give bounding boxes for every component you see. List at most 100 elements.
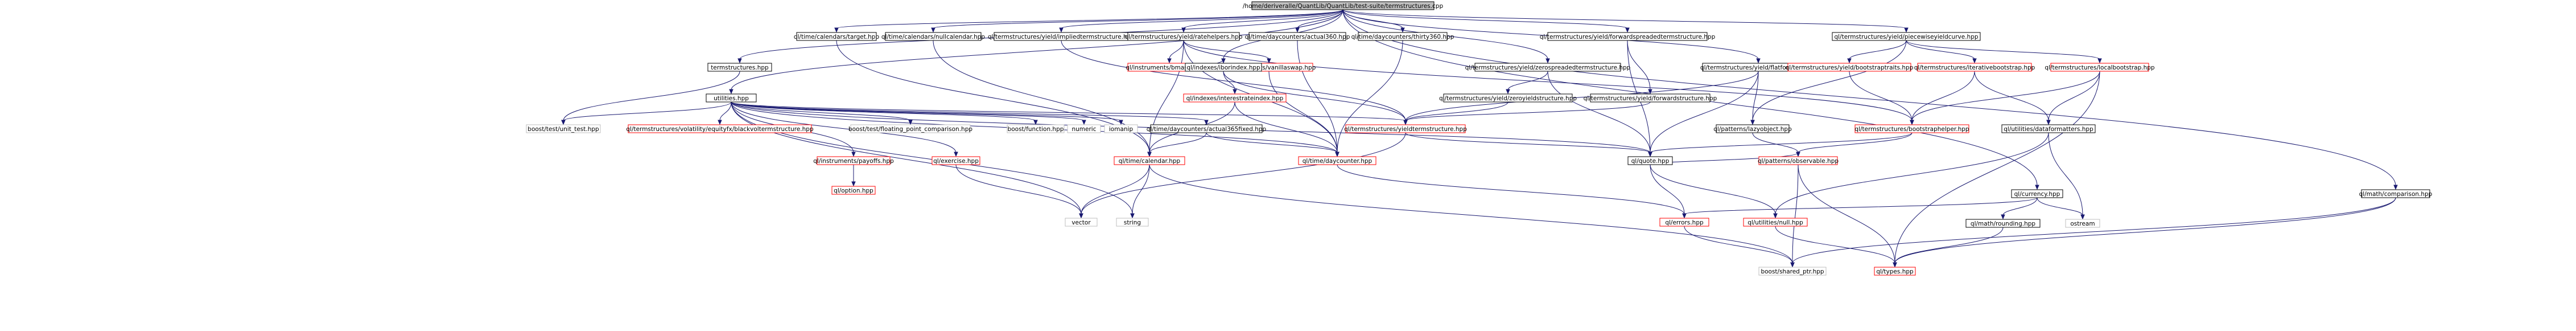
edge-observable-to-types: [1798, 164, 1897, 268]
node-daycounter[interactable]: ql/time/daycounter.hpp: [1298, 156, 1376, 165]
node-label: ql/patterns/lazyobject.hpp: [1713, 126, 1792, 133]
node-box: [1007, 124, 1065, 133]
node-label: ql/types.hpp: [1876, 268, 1914, 275]
edge-lazyobject-to-observable: [1752, 132, 1800, 157]
node-nullcal[interactable]: ql/time/calendars/nullcalendar.hpp: [881, 32, 986, 41]
node-ts-hpp[interactable]: termstructures.hpp: [707, 63, 772, 72]
node-mathcomparison[interactable]: ql/math/comparison.hpp: [2359, 189, 2433, 198]
node-box: [1874, 267, 1916, 276]
node-ibor[interactable]: ql/indexes/iborindex.hpp: [1185, 63, 1262, 72]
node-label: ql/termstructures/yield/bootstraptraits.…: [1786, 64, 1914, 71]
node-fwdstructure[interactable]: ql/termstructures/yield/forwardstructure…: [1584, 93, 1717, 103]
node-utilnull[interactable]: ql/utilities/null.hpp: [1743, 218, 1808, 227]
node-option[interactable]: ql/option.hpp: [831, 186, 876, 195]
node-zerospreaded[interactable]: ql/termstructures/yield/zerospreadedterm…: [1465, 63, 1631, 72]
node-bootstraptraits[interactable]: ql/termstructures/yield/bootstraptraits.…: [1786, 63, 1914, 72]
node-box: [1127, 32, 1240, 41]
node-bootstraphelper[interactable]: ql/termstructures/bootstraphelper.hpp: [1854, 124, 1969, 133]
node-flatforward[interactable]: ql/termstructures/yield/flatforward.hpp: [1700, 63, 1817, 72]
node-errors[interactable]: ql/errors.hpp: [1659, 218, 1709, 227]
node-box: [628, 124, 812, 133]
edges-layer: [561, 9, 2398, 268]
node-iterativeboot[interactable]: ql/termstructures/iterativebootstrap.hpp: [1914, 63, 2035, 72]
node-calendar[interactable]: ql/time/calendar.hpp: [1114, 156, 1185, 165]
node-box: [1298, 156, 1376, 165]
node-label: vector: [1071, 219, 1091, 226]
node-types[interactable]: ql/types.hpp: [1874, 267, 1916, 276]
edge-vanillaswap-to-daycounter: [1268, 71, 1339, 157]
edge-ratehelpers-to-calendar: [1147, 40, 1184, 157]
node-box: [1758, 267, 1827, 276]
node-lazyobject[interactable]: ql/patterns/lazyobject.hpp: [1713, 124, 1792, 133]
node-target[interactable]: ql/time/calendars/target.hpp: [794, 32, 880, 41]
edge-daycounter-to-errors: [1337, 164, 1687, 219]
nodes-layer: /home/deriveralle/QuantLib/QuantLib/test…: [526, 1, 2433, 276]
node-label: boost/shared_ptr.hpp: [1761, 268, 1824, 275]
node-box: [706, 93, 757, 103]
node-label: ql/time/daycounters/actual360.hpp: [1245, 34, 1350, 40]
edge-piecewise-to-lazyobject: [1750, 40, 1907, 125]
node-zeroyield[interactable]: ql/termstructures/yield/zeroyieldstructu…: [1439, 93, 1577, 103]
edge-errors-to-shared-ptr: [1684, 226, 1795, 268]
edge-currency-to-rounding: [2001, 197, 2038, 220]
node-box: [1590, 93, 1711, 103]
node-label: ql/time/calendar.hpp: [1119, 158, 1181, 165]
node-thirty360[interactable]: ql/time/daycounters/thirty360.hpp: [1351, 32, 1454, 41]
node-piecewise[interactable]: ql/termstructures/yield/piecewiseyieldcu…: [1832, 32, 1981, 41]
node-act365[interactable]: ql/time/daycounters/actual365fixed.hpp: [1147, 124, 1267, 133]
node-box: [885, 32, 982, 41]
node-label: ql/math/comparison.hpp: [2359, 191, 2433, 198]
node-ratehelpers[interactable]: ql/termstructures/yield/ratehelpers.hpp: [1124, 32, 1243, 41]
node-yieldts[interactable]: ql/termstructures/yieldtermstructure.hpp: [1344, 124, 1467, 133]
node-blackvol[interactable]: ql/termstructures/volatility/equityfx/bl…: [626, 124, 814, 133]
node-box: [1114, 156, 1185, 165]
node-box: [1758, 156, 1838, 165]
node-label: ql/utilities/dataformatters.hpp: [2004, 126, 2093, 133]
node-act360[interactable]: ql/time/daycounters/actual360.hpp: [1245, 32, 1350, 41]
node-label: ql/termstructures/yield/ratehelpers.hpp: [1124, 34, 1242, 40]
node-box: [817, 156, 891, 165]
edge-localboot-to-bootstraphelper: [1910, 71, 2100, 125]
edge-piecewise-to-bootstraptraits: [1847, 40, 1907, 64]
edge-yieldts-to-quote: [1405, 132, 1652, 157]
node-quote[interactable]: ql/quote.hpp: [1627, 156, 1673, 165]
node-exercise[interactable]: ql/exercise.hpp: [932, 156, 980, 165]
node-label: ql/time/daycounters/actual365fixed.hpp: [1147, 126, 1267, 133]
node-label: ql/termstructures/yieldtermstructure.hpp: [1344, 126, 1467, 133]
node-label: ql/termstructures/iterativebootstrap.hpp: [1914, 64, 2035, 71]
node-payoffs[interactable]: ql/instruments/payoffs.hpp: [813, 156, 894, 165]
node-numeric: numeric: [1067, 124, 1101, 133]
node-dataformatters[interactable]: ql/utilities/dataformatters.hpp: [2001, 124, 2096, 133]
node-box: [1659, 218, 1709, 227]
edge-utilities-to-boost-function: [731, 101, 1038, 125]
node-box: [1832, 32, 1981, 41]
node-string: string: [1116, 218, 1149, 227]
node-box: [1116, 218, 1149, 227]
node-implied[interactable]: ql/termstructures/yield/impliedtermstruc…: [988, 32, 1135, 41]
node-root: /home/deriveralle/QuantLib/QuantLib/test…: [1243, 1, 1443, 10]
edge-act360-to-daycounter: [1297, 40, 1339, 157]
node-iomanip: iomanip: [1104, 124, 1138, 133]
node-utilities[interactable]: utilities.hpp: [706, 93, 757, 103]
edge-utilities-to-act365: [731, 101, 1209, 125]
edge-iterativeboot-to-bootstraphelper: [1910, 71, 1975, 125]
edge-root-to-utilities: [729, 9, 1343, 95]
node-label: ql/patterns/observable.hpp: [1758, 158, 1839, 165]
node-box: [1743, 218, 1808, 227]
node-currency[interactable]: ql/currency.hpp: [2011, 189, 2063, 198]
node-observable[interactable]: ql/patterns/observable.hpp: [1758, 156, 1839, 165]
node-box: [1248, 32, 1346, 41]
node-fpcomp: boost/test/floating_point_comparison.hpp: [848, 124, 972, 133]
node-box: [707, 63, 772, 72]
edge-localboot-to-dataformatters: [2046, 71, 2100, 125]
node-rounding[interactable]: ql/math/rounding.hpp: [1965, 219, 2041, 228]
edge-act365-to-daycounter: [1206, 132, 1339, 157]
node-interestrateindex[interactable]: ql/indexes/interestrateindex.hpp: [1183, 93, 1287, 103]
node-box: [1150, 124, 1263, 133]
node-label: ql/utilities/null.hpp: [1747, 219, 1803, 226]
node-localboot[interactable]: ql/termstructures/localbootstrap.hpp: [2045, 63, 2155, 72]
node-box: [1716, 124, 1790, 133]
node-fwdspreaded[interactable]: ql/termstructures/yield/forwardspreadedt…: [1540, 32, 1716, 41]
edge-root-to-implied: [1059, 9, 1343, 33]
node-label: ql/indexes/interestrateindex.hpp: [1186, 95, 1284, 102]
